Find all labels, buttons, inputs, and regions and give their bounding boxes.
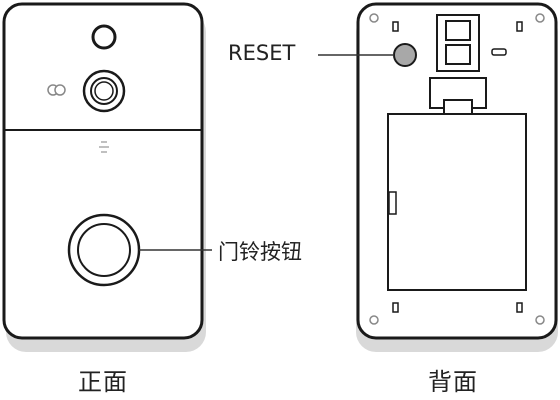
doorbell-button-label: 门铃按钮 <box>218 240 302 264</box>
back-view <box>318 2 558 352</box>
camera-lens-icon <box>82 69 126 113</box>
speaker-grille-icon <box>99 141 109 153</box>
battery-compartment <box>387 113 527 291</box>
screw-hole-icon <box>369 13 545 325</box>
back-view-caption: 背面 <box>428 368 478 396</box>
reset-button <box>393 43 417 67</box>
ir-sensor-icon <box>47 84 66 96</box>
battery-latch <box>388 191 397 215</box>
light-sensor-icon <box>91 24 117 50</box>
doorbell-button <box>67 213 141 287</box>
mount-slot-icon <box>392 21 523 313</box>
reset-label: RESET <box>228 41 296 65</box>
switch-block <box>436 14 480 72</box>
front-view-caption: 正面 <box>78 368 128 396</box>
usb-port-icon <box>491 48 507 56</box>
battery-connector <box>429 77 487 115</box>
front-body <box>2 2 204 340</box>
front-view <box>2 2 212 352</box>
